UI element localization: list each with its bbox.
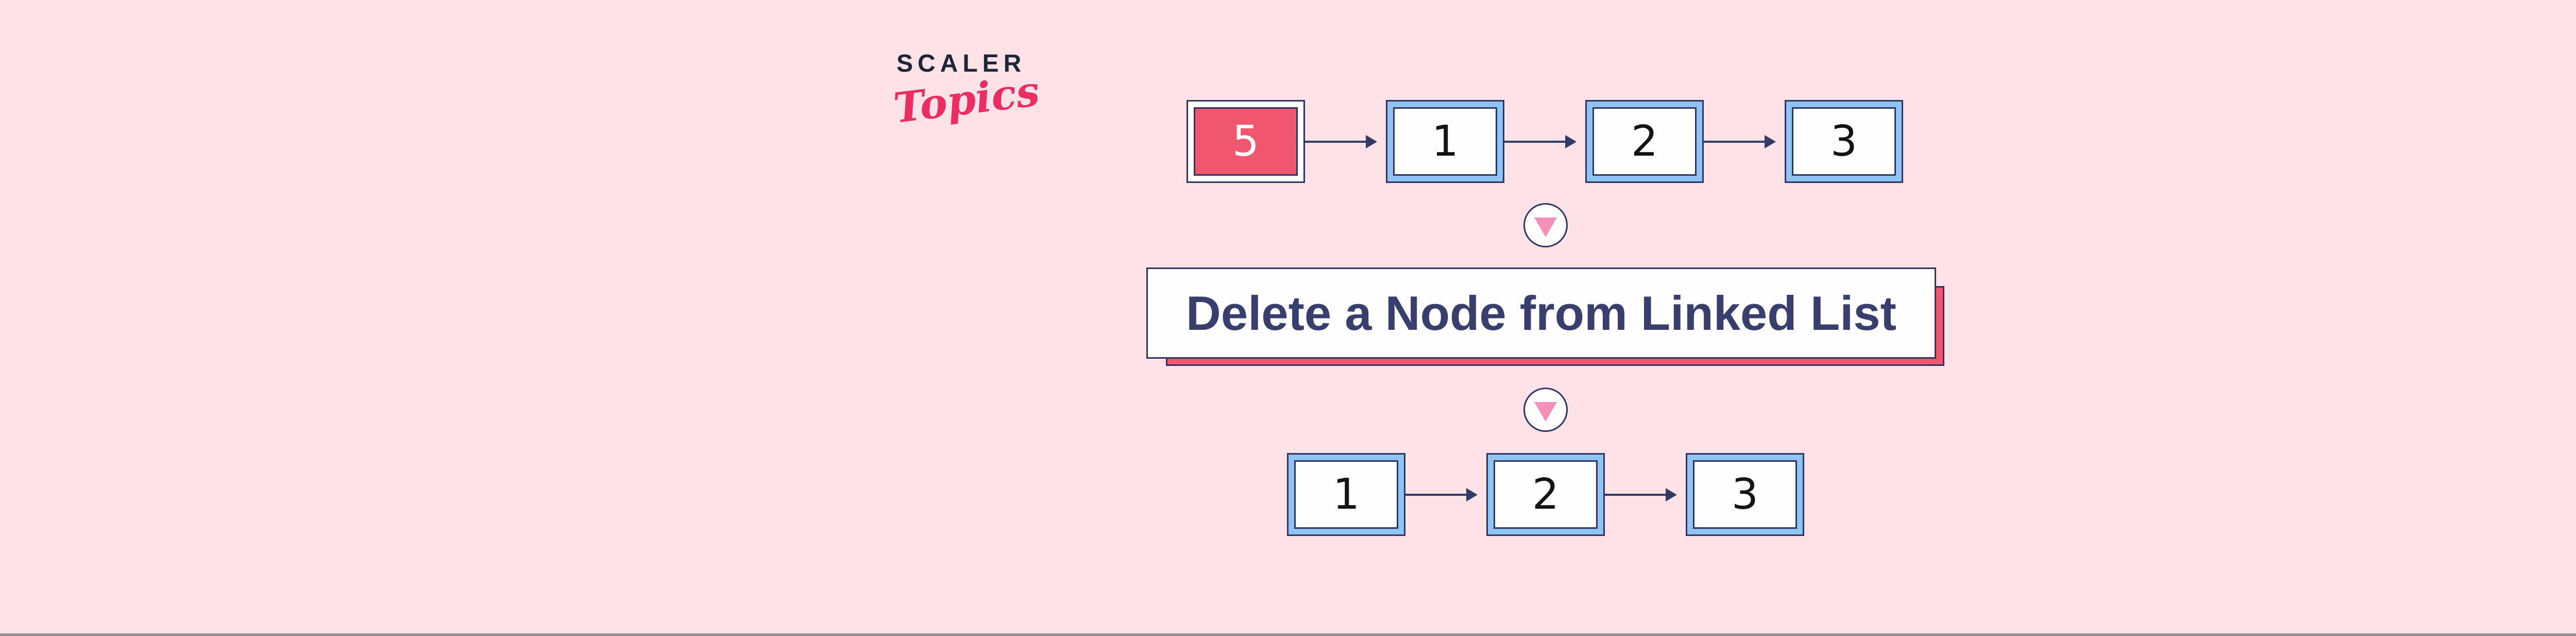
list-node-deleted: 5 <box>1187 100 1305 183</box>
list-node: 1 <box>1386 100 1504 183</box>
list-node: 2 <box>1585 100 1704 183</box>
node-value: 2 <box>1631 116 1658 166</box>
down-triangle-icon <box>1534 217 1557 237</box>
title-banner: Delete a Node from Linked List <box>1146 267 1936 359</box>
next-pointer-arrow <box>1305 135 1386 148</box>
down-arrow-icon <box>1523 388 1568 432</box>
node-value-box: 2 <box>1494 460 1598 529</box>
linked-list-after: 1 2 3 <box>1287 453 1804 536</box>
down-triangle-icon <box>1534 402 1557 422</box>
next-pointer-arrow <box>1504 135 1585 148</box>
bottom-border-bar <box>0 633 2576 636</box>
list-node: 2 <box>1486 453 1605 536</box>
logo-brand-text: SCALER <box>896 50 1026 77</box>
arrow-line <box>1704 140 1765 143</box>
next-pointer-arrow <box>1605 488 1686 501</box>
page-title: Delete a Node from Linked List <box>1186 286 1896 340</box>
list-node: 1 <box>1287 453 1405 536</box>
arrow-line <box>1504 140 1565 143</box>
node-value: 3 <box>1731 470 1759 519</box>
arrowhead-icon <box>1565 135 1577 148</box>
arrowhead-icon <box>1765 135 1776 148</box>
next-pointer-arrow <box>1405 488 1486 501</box>
node-value: 1 <box>1431 116 1459 166</box>
node-value-box: 3 <box>1792 107 1896 176</box>
node-value-box: 2 <box>1592 107 1697 176</box>
arrowhead-icon <box>1466 488 1478 501</box>
list-node: 3 <box>1785 100 1903 183</box>
arrow-line <box>1405 493 1466 496</box>
list-node: 3 <box>1686 453 1804 536</box>
scaler-topics-logo: SCALER Topics <box>891 49 1051 132</box>
arrow-line <box>1605 493 1666 496</box>
node-value-box: 5 <box>1194 107 1298 176</box>
arrow-line <box>1305 140 1366 143</box>
linked-list-before: 5 1 2 3 <box>1187 100 1903 183</box>
logo-script-text: Topics <box>891 66 1042 132</box>
node-value-box: 1 <box>1294 460 1398 529</box>
node-value: 2 <box>1532 470 1560 519</box>
down-arrow-icon <box>1523 203 1568 247</box>
node-value-box: 1 <box>1393 107 1497 176</box>
node-value-box: 3 <box>1693 460 1797 529</box>
node-value: 5 <box>1232 116 1260 166</box>
next-pointer-arrow <box>1704 135 1785 148</box>
arrowhead-icon <box>1666 488 1677 501</box>
node-value: 1 <box>1332 470 1360 519</box>
arrowhead-icon <box>1366 135 1377 148</box>
node-value: 3 <box>1830 116 1858 166</box>
